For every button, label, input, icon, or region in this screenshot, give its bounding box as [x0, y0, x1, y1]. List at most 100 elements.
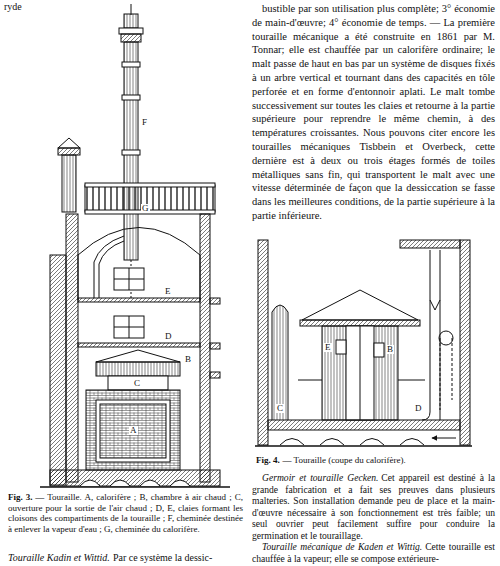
kiln-section-stroke — [58, 138, 80, 148]
kiln-section-stroke — [50, 255, 66, 485]
kiln-section-stroke — [114, 316, 144, 338]
part-letter: A — [129, 426, 138, 435]
text-block: D — [415, 404, 422, 413]
text-block: E — [325, 343, 331, 352]
part-letter: C — [133, 379, 141, 388]
kiln-section-stroke — [210, 343, 220, 349]
paragraph: Germoir et touraille Gecken.Cet appareil… — [252, 472, 495, 564]
calorifier-section-stroke — [322, 326, 398, 420]
part-letter: G — [141, 204, 150, 213]
text-block: D — [165, 332, 172, 341]
part-letter: C — [276, 404, 284, 413]
paragraph: Touraille Kadin et Wittid. — [8, 552, 110, 563]
part-letter: C — [277, 403, 283, 413]
page-fragment: ryde — [4, 1, 22, 12]
kiln-section-stroke — [122, 62, 140, 67]
part-letter: D — [165, 331, 172, 341]
kiln-section-stroke — [78, 343, 200, 347]
paragraph: Touraille mécanique de Kaden et Wittig. — [262, 541, 422, 552]
calorifier-section-stroke — [302, 290, 418, 320]
text-block: ryde — [4, 1, 22, 13]
text-block: G — [142, 204, 149, 213]
calorifier-section-stroke — [432, 438, 456, 439]
calorifier-section-stroke — [374, 343, 384, 357]
part-letter: F — [141, 118, 148, 127]
kiln-section-stroke — [78, 298, 200, 302]
figure-caption: Fig. 4.— Touraille (coupe du calorifère)… — [256, 455, 496, 466]
calorifier-section-stroke — [258, 240, 268, 445]
kiln-section-stroke — [210, 372, 220, 378]
part-letter: C — [134, 378, 140, 388]
figure-caption: — Touraille. A, calorifère ; B, chambre … — [8, 492, 243, 534]
part-letter: F — [142, 117, 147, 127]
kiln-section-stroke — [40, 486, 230, 488]
part-letter: D — [415, 403, 422, 413]
paragraph: bustible par son utilisation plus complè… — [252, 2, 495, 223]
figure-caption: — Touraille (coupe du calorifère). — [282, 455, 405, 465]
page-fragment: ryde — [4, 1, 22, 13]
part-letter: B — [185, 354, 191, 364]
kiln-section-stroke — [114, 316, 144, 338]
text-block: E — [165, 287, 171, 296]
part-letter: E — [324, 343, 332, 352]
text-block: Fig. 4.— Touraille (coupe du calorifère)… — [256, 455, 496, 466]
paragraph: Par ce système la dessic- — [113, 552, 212, 563]
calorifier-section-stroke — [400, 240, 460, 248]
text-block: C — [277, 404, 283, 413]
text-block: Touraille Kadin et Wittid.Par ce système… — [8, 552, 248, 564]
text-block: C — [134, 379, 140, 388]
kiln-section-stroke — [121, 34, 141, 42]
figure-caption: Fig. 3.— Touraille. A, calorifère ; B, c… — [8, 492, 243, 534]
calorifier-section-stroke — [346, 326, 374, 420]
calorifier-section-stroke — [300, 320, 420, 326]
calorifier-section-stroke — [280, 439, 424, 446]
kiln-section-stroke — [100, 404, 166, 458]
calorifier-section-stroke — [430, 300, 440, 310]
calorifier-section-stroke — [336, 340, 346, 354]
kiln-section-stroke — [122, 150, 140, 155]
part-letter: E — [165, 286, 171, 296]
calorifier-section-stroke — [440, 338, 452, 410]
text-block: bustible par son utilisation plus complè… — [252, 2, 495, 223]
part-letter: B — [184, 355, 192, 364]
figure-caption: Fig. 3. — [8, 492, 33, 502]
text-block: F — [142, 118, 147, 127]
paragraph: Germoir et touraille Gecken. — [262, 472, 378, 483]
calorifier-section-stroke — [268, 420, 460, 430]
kiln-section-stroke — [80, 480, 190, 486]
kiln-section-stroke — [66, 214, 78, 482]
kiln-section-stroke — [85, 185, 215, 212]
part-letter: B — [386, 345, 394, 354]
calorifier-section-stroke — [298, 380, 425, 381]
calorifier-section-stroke — [272, 305, 288, 420]
part-letter: A — [130, 425, 137, 435]
calorifier-section-stroke — [360, 326, 361, 420]
kiln-section-stroke — [114, 268, 144, 290]
kiln-section-stroke — [58, 148, 80, 155]
text-block: A — [130, 426, 137, 435]
kiln-section-stroke — [131, 4, 132, 15]
kiln-section-stroke — [210, 298, 220, 304]
kiln-section-stroke — [85, 183, 215, 187]
text-block: B — [185, 355, 191, 364]
calorifier-section-stroke — [439, 331, 453, 345]
kiln-section-stroke — [86, 390, 180, 470]
part-letter: E — [164, 287, 172, 296]
kiln-section-stroke — [96, 362, 180, 376]
calorifier-section-stroke — [422, 250, 440, 420]
part-letter: D — [164, 332, 173, 341]
kiln-section-stroke — [85, 210, 215, 214]
part-letter: B — [387, 344, 393, 354]
kiln-section-stroke — [200, 214, 210, 482]
calorifier-section — [255, 240, 472, 446]
kiln-section-stroke — [119, 28, 143, 34]
text-block: Touraille mécanique de Kaden et Wittig.C… — [252, 541, 495, 564]
kiln-section-stroke — [124, 14, 138, 28]
figure-caption: Fig. 4. — [256, 455, 280, 465]
paragraph: Touraille Kadin et Wittid.Par ce système… — [8, 552, 248, 564]
paragraph: bustible par son utilisation plus complè… — [252, 3, 495, 221]
text-block: Fig. 3.— Touraille. A, calorifère ; B, c… — [8, 492, 243, 534]
text-block: B — [387, 345, 393, 354]
kiln-section-stroke — [78, 228, 200, 301]
part-letter: E — [325, 342, 331, 352]
